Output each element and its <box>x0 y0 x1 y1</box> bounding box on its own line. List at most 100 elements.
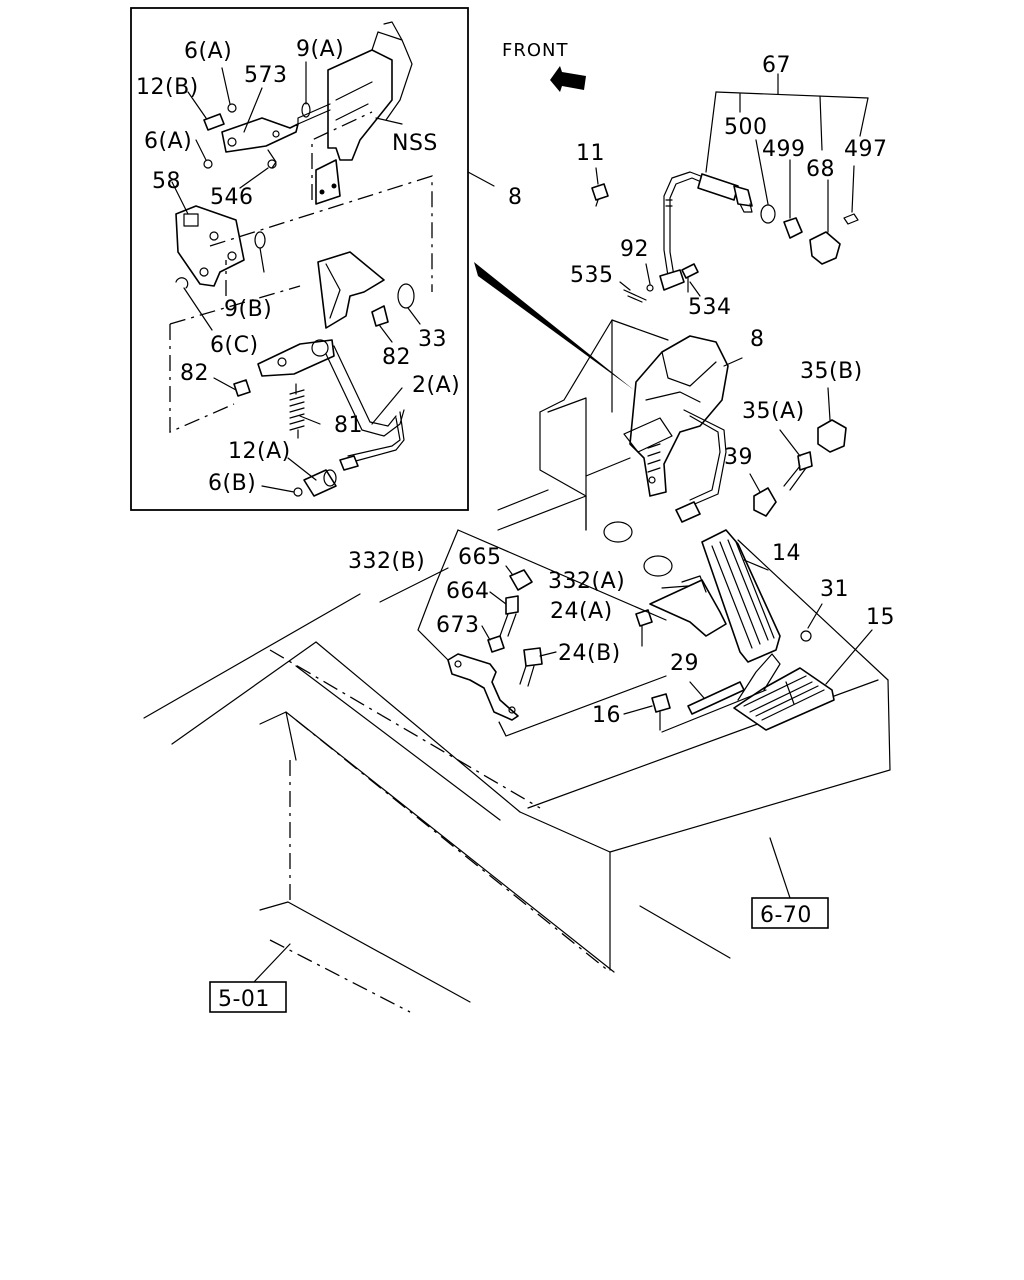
label-68: 68 <box>806 157 835 182</box>
inset-pedal-arm <box>257 251 405 471</box>
label-499: 499 <box>762 137 806 162</box>
label-8-main: 8 <box>750 327 765 352</box>
nut-673 <box>481 625 505 653</box>
inset-bushing-82-right <box>371 305 389 327</box>
label-82-right: 82 <box>382 345 411 370</box>
label-14: 14 <box>772 541 801 566</box>
inset-clip-6b <box>293 487 303 497</box>
inset-callout-leader <box>467 171 495 187</box>
pedal-pad-14 <box>701 529 781 663</box>
inset-ring-33 <box>397 283 415 309</box>
label-6a-mid: 6(A) <box>144 129 192 154</box>
ref-label-6-70: 6-70 <box>760 903 812 928</box>
pedal-plate-15 <box>733 629 873 731</box>
nut-39 <box>749 473 777 517</box>
clip-31 <box>800 603 823 642</box>
label-9a: 9(A) <box>296 37 344 62</box>
label-82-left: 82 <box>180 361 209 386</box>
label-664: 664 <box>446 579 490 604</box>
bracket-332b-frame <box>417 529 667 737</box>
cable-leaders <box>755 139 855 233</box>
label-81: 81 <box>334 413 363 438</box>
inset-lever-573 <box>221 117 299 169</box>
label-11: 11 <box>576 141 605 166</box>
label-24a: 24(A) <box>550 599 613 624</box>
bolt-534 <box>681 263 701 297</box>
inset-leaders <box>171 61 421 493</box>
accelerator-cable <box>659 171 753 291</box>
inset-exploded-frames <box>169 111 433 433</box>
clip-535 <box>619 281 647 303</box>
label-6b: 6(B) <box>208 471 256 496</box>
label-2a: 2(A) <box>412 373 460 398</box>
label-29: 29 <box>670 651 699 676</box>
label-58: 58 <box>152 169 181 194</box>
inset-wedge <box>474 262 634 390</box>
label-500: 500 <box>724 115 768 140</box>
front-arrow <box>550 66 586 92</box>
label-35a: 35(A) <box>742 399 805 424</box>
label-16: 16 <box>592 703 621 728</box>
bolt-11 <box>591 167 609 207</box>
inset-clip-6a-top <box>227 103 237 113</box>
label-332a: 332(A) <box>548 569 625 594</box>
bracket-332a <box>649 575 727 637</box>
bolt-16 <box>623 689 767 733</box>
pin-92 <box>645 263 654 292</box>
ref-501-leader <box>253 943 291 983</box>
label-12b: 12(B) <box>136 75 199 100</box>
label-6c: 6(C) <box>210 333 259 358</box>
label-546: 546 <box>210 185 254 210</box>
label-534: 534 <box>688 295 732 320</box>
label-673: 673 <box>436 613 480 638</box>
label-nss: NSS <box>392 131 438 156</box>
bolt-24b <box>519 647 557 687</box>
bolt-24a <box>635 609 653 647</box>
ref-box-6-70 <box>751 897 829 929</box>
bracket-332b <box>447 653 519 721</box>
label-92: 92 <box>620 237 649 262</box>
label-535: 535 <box>570 263 614 288</box>
floor-dashed-lines <box>269 649 611 1013</box>
cable-67-bracket <box>705 73 869 173</box>
label-332b: 332(B) <box>348 549 425 574</box>
cap-35b <box>817 387 847 453</box>
ref-box-5-01 <box>209 981 287 1013</box>
bolt-664 <box>489 591 519 637</box>
ref-670-leader <box>769 837 791 899</box>
label-15: 15 <box>866 605 895 630</box>
label-497: 497 <box>844 137 888 162</box>
inset-spring-81 <box>289 383 305 439</box>
label-33: 33 <box>418 327 447 352</box>
inset-pin-12b <box>203 113 225 131</box>
front-label: FRONT <box>502 40 569 61</box>
cap-665 <box>505 565 533 591</box>
cable-washer-500 <box>760 204 776 224</box>
inset-frame <box>130 7 469 511</box>
inset-clip-546 <box>267 159 277 169</box>
cable-nut-499 <box>783 217 803 239</box>
label-573: 573 <box>244 63 288 88</box>
pedal-bracket-8 <box>623 335 743 523</box>
inset-clip-6c <box>175 277 189 289</box>
label-24b: 24(B) <box>558 641 621 666</box>
cable-cap-68 <box>809 231 841 265</box>
bolt-35a <box>779 429 813 491</box>
inset-bushing-82-left <box>233 379 251 397</box>
label-6a-top: 6(A) <box>184 39 232 64</box>
inset-clip-6a-mid <box>203 159 213 169</box>
label-8-inset: 8 <box>508 185 523 210</box>
label-12a: 12(A) <box>228 439 291 464</box>
label-31: 31 <box>820 577 849 602</box>
ref-label-5-01: 5-01 <box>218 987 270 1012</box>
inset-pedal-bracket <box>297 21 413 205</box>
label-35b: 35(B) <box>800 359 863 384</box>
inset-washer-9b <box>254 231 266 249</box>
label-9b: 9(B) <box>224 297 272 322</box>
cable-clip-497 <box>843 213 859 225</box>
label-67: 67 <box>762 53 791 78</box>
pin-29 <box>687 681 745 715</box>
label-665: 665 <box>458 545 502 570</box>
label-39: 39 <box>724 445 753 470</box>
